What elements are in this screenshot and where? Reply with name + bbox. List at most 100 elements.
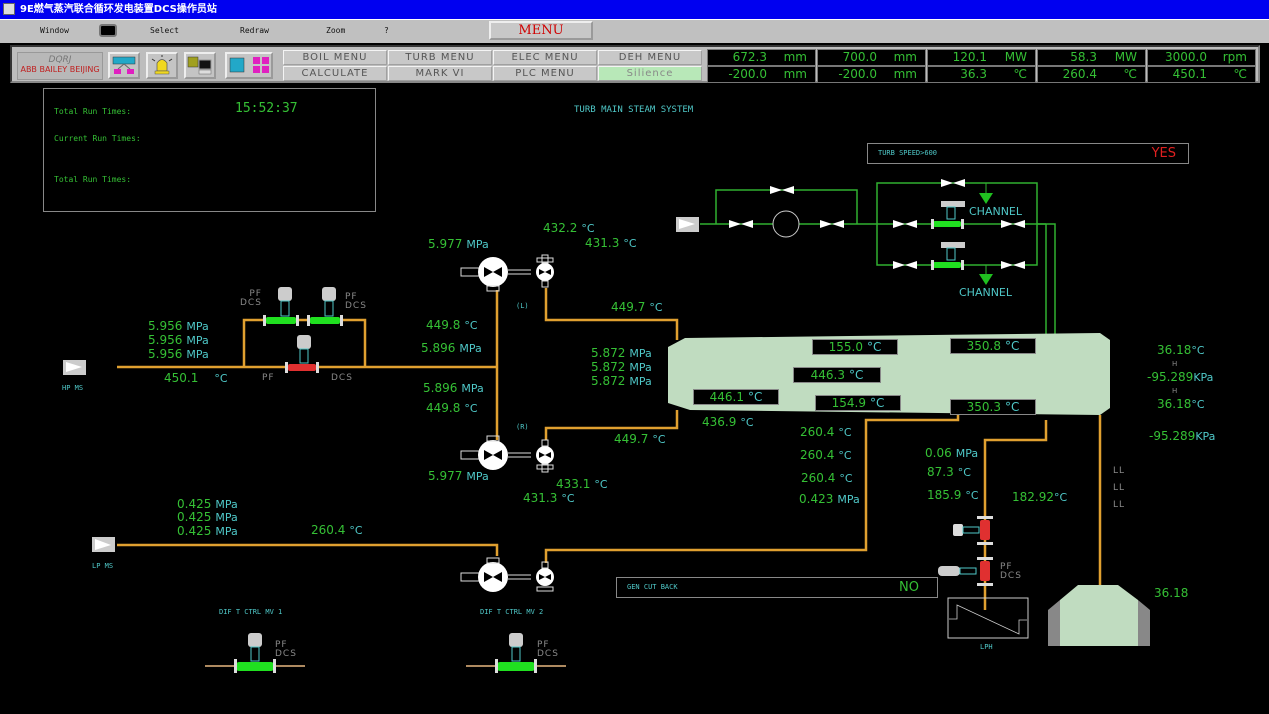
- valve-r-label: (R): [516, 423, 529, 431]
- alarm-bell-icon: [151, 55, 173, 75]
- nav-boil-menu[interactable]: BOIL MENU: [283, 50, 387, 65]
- app-icon: [3, 3, 15, 15]
- display-grid-icon: [229, 57, 269, 73]
- turbine-temp-box: 446.3°C: [793, 367, 881, 383]
- mid-upper-temp: 449.8°C: [426, 318, 478, 332]
- hp-ms-label: HP MS: [62, 384, 84, 392]
- nav-mark-vi[interactable]: MARK VI: [388, 66, 492, 81]
- turb-speed-status: TURB SPEED>600 YES: [867, 143, 1189, 164]
- extraction-valves: [938, 516, 993, 586]
- ll-alarm: LL: [1113, 466, 1126, 476]
- right-valve-temp1: 433.1°C: [556, 477, 608, 491]
- readout-cell: 450.1℃: [1147, 66, 1256, 83]
- condenser-vacuum: -95.289KPa: [1149, 429, 1216, 443]
- nav-calculate[interactable]: CALCULATE: [283, 66, 387, 81]
- extraction-temp: 87.3°C: [927, 465, 971, 479]
- solenoid-valves: [931, 183, 993, 285]
- lp-steam-temp: 260.4°C: [800, 448, 852, 462]
- turbine-temp-box: 350.3°C: [950, 399, 1036, 415]
- menu-select[interactable]: Select: [150, 26, 179, 35]
- ll-alarm: LL: [1113, 500, 1126, 510]
- ll-alarm: LL: [1113, 483, 1126, 493]
- nav-turb-menu[interactable]: TURB MENU: [388, 50, 492, 65]
- h-alarm: H: [1172, 360, 1179, 368]
- diagram-title: TURB MAIN STEAM SYSTEM: [574, 105, 694, 115]
- bypass-control-valves: [263, 287, 343, 373]
- menu-window[interactable]: Window: [40, 26, 69, 35]
- logo-line2: ABB BAILEY BEIJING: [20, 65, 100, 74]
- left-valve-temp2: 431.3°C: [585, 236, 637, 250]
- turb-speed-label: TURB SPEED>600: [878, 149, 938, 157]
- menu-zoom[interactable]: Zoom: [326, 26, 346, 35]
- nav-elec-menu[interactable]: ELEC MENU: [493, 50, 597, 65]
- logo-line1: DQRJ: [48, 55, 72, 65]
- h-alarm: H: [1172, 387, 1179, 395]
- condenser: [1048, 585, 1150, 646]
- source-arrows: [63, 217, 699, 552]
- main-menu-button[interactable]: MENU: [489, 21, 593, 40]
- workstation-icon: [187, 56, 212, 75]
- lph-heater: [947, 597, 1029, 639]
- workstation-button[interactable]: [184, 52, 216, 79]
- casing-temp: 436.9°C: [702, 415, 754, 429]
- lp-steam-temp: 260.4°C: [801, 471, 853, 485]
- run-time-clock: 15:52:37: [235, 101, 298, 116]
- nav-deh-menu[interactable]: DEH MENU: [598, 50, 702, 65]
- hotwell-temp: 36.18: [1154, 586, 1189, 600]
- readout-cell: 36.3℃: [927, 66, 1036, 83]
- display-grid-button[interactable]: [225, 52, 273, 79]
- left-outlet-temp: 449.7°C: [611, 300, 663, 314]
- overview-button[interactable]: [108, 52, 140, 79]
- hp-temperature: 450.1°C: [164, 371, 228, 385]
- lp-steam-temp: 260.4°C: [800, 425, 852, 439]
- title-bar: 9E燃气蒸汽联合循环发电装置DCS操作员站: [0, 0, 1269, 19]
- vendor-logo: DQRJ ABB BAILEY BEIJING: [17, 52, 103, 80]
- valve-l-label: (L): [516, 302, 529, 310]
- gen-cut-back-status: GEN CUT BACK NO: [616, 577, 938, 598]
- menu-redraw[interactable]: Redraw: [240, 26, 269, 35]
- run-time-panel: Total Run Times: 15:52:37 Current Run Ti…: [43, 88, 376, 212]
- right-outlet-temp: 449.7°C: [614, 432, 666, 446]
- turbine-temp-box: 446.1°C: [693, 389, 779, 405]
- silence-button[interactable]: Silience: [598, 66, 702, 81]
- dif-t-control-valves: [205, 633, 566, 673]
- window-toggle-button[interactable]: [99, 24, 117, 37]
- alarm-button[interactable]: [146, 52, 178, 79]
- turb-speed-value: YES: [1151, 146, 1176, 161]
- menu-help[interactable]: ?: [384, 26, 389, 35]
- menu-bar: Window Select Redraw Zoom ? MENU: [0, 19, 1269, 43]
- condenser-temp: 36.18°C: [1157, 397, 1205, 411]
- overview-icon: [112, 56, 136, 74]
- nav-plc-menu[interactable]: PLC MENU: [493, 66, 597, 81]
- lp-temperature: 260.4°C: [311, 523, 363, 537]
- turbine-temp-box: 155.0°C: [812, 339, 898, 355]
- current-run-times-label: Current Run Times:: [54, 134, 141, 143]
- left-valve-temp1: 432.2°C: [543, 221, 595, 235]
- toolbar: DQRJ ABB BAILEY BEIJING BOIL MENU TURB M…: [10, 45, 1260, 83]
- extraction-temp: 185.9°C: [927, 488, 979, 502]
- condenser-temp: 36.18°C: [1157, 343, 1205, 357]
- dcs-tag: DCS: [331, 373, 353, 383]
- extraction-temp: 182.92°C: [1012, 490, 1068, 504]
- turbine-temp-box: 154.9°C: [815, 395, 901, 411]
